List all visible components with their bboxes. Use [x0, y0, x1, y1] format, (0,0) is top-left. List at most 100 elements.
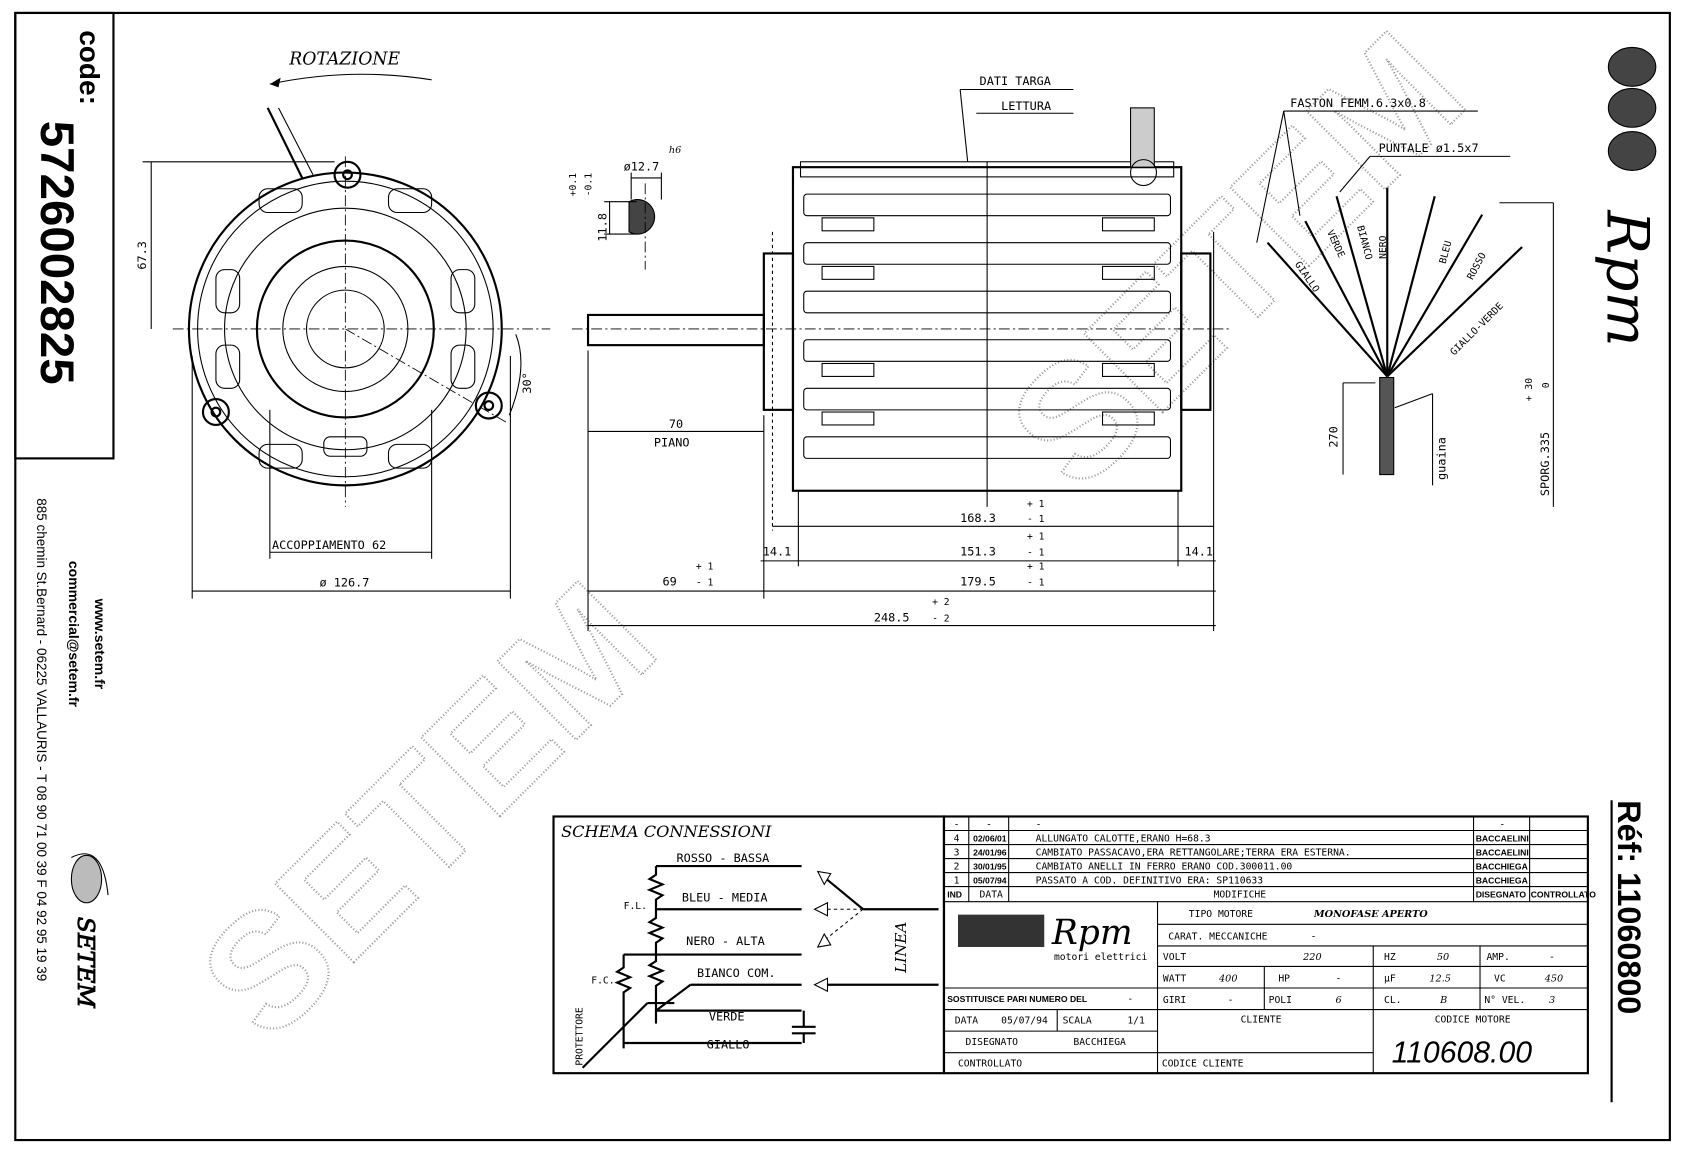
svg-text:-: -: [1499, 819, 1505, 830]
svg-text:02/06/01: 02/06/01: [973, 833, 1007, 843]
svg-text:SCHEMA CONNESSIONI: SCHEMA CONNESSIONI: [561, 822, 772, 841]
svg-text:220: 220: [1302, 952, 1322, 963]
svg-text:GIRI: GIRI: [1163, 995, 1186, 1006]
svg-text:+ 1: + 1: [696, 561, 714, 572]
svg-text:NERO: NERO: [1378, 235, 1389, 258]
svg-text:270: 270: [1327, 426, 1341, 447]
svg-text:PIANO: PIANO: [654, 436, 690, 450]
svg-text:WATT: WATT: [1163, 974, 1186, 985]
svg-text:LETTURA: LETTURA: [1001, 99, 1051, 113]
svg-text:- 1: - 1: [696, 578, 714, 589]
svg-text:-: -: [1549, 952, 1555, 963]
mod-row: 3 24/01/96 CAMBIATO PASSACAVO,ERA RETTAN…: [954, 847, 1529, 858]
svg-text:-: -: [1335, 974, 1341, 985]
svg-text:TIPO MOTORE: TIPO MOTORE: [1189, 909, 1253, 920]
svg-text:B: B: [1439, 995, 1447, 1006]
svg-text:67.3: 67.3: [135, 241, 149, 270]
svg-text:BLEU: BLEU: [1438, 239, 1455, 265]
svg-text:SCALA: SCALA: [1063, 1016, 1092, 1027]
svg-text:ROSSO: ROSSO: [1465, 251, 1488, 282]
svg-text:MONOFASE APERTO: MONOFASE APERTO: [1313, 909, 1428, 920]
svg-text:-: -: [954, 819, 960, 830]
svg-text:2: 2: [954, 861, 960, 872]
svg-text:CODICE CLIENTE: CODICE CLIENTE: [1162, 1059, 1244, 1070]
svg-text:SETEM: SETEM: [72, 917, 100, 1009]
svg-text:ø 126.7: ø 126.7: [319, 576, 369, 590]
svg-text:70: 70: [669, 417, 683, 431]
svg-text:+ 2: + 2: [932, 597, 950, 608]
svg-text:BACCHIEGA: BACCHIEGA: [1073, 1037, 1126, 1048]
mounting-lug: [333, 160, 362, 189]
svg-text:- 2: - 2: [932, 613, 950, 624]
svg-text:-0.1: -0.1: [583, 173, 594, 196]
svg-text:14.1: 14.1: [763, 544, 792, 558]
drawing-frame: [14, 11, 1671, 1142]
svg-text:h6: h6: [669, 145, 681, 156]
mod-row: - - - -: [954, 819, 1506, 830]
svg-text:Rpm: Rpm: [1051, 913, 1133, 953]
website-link[interactable]: www.setem.fr: [92, 598, 108, 690]
svg-text:DISEGNATO: DISEGNATO: [1476, 889, 1527, 899]
svg-text:+ 1: + 1: [1027, 499, 1045, 510]
svg-text:248.5: 248.5: [874, 610, 910, 624]
modifications-table: - - - - 4 02/06/01 ALLUNGATO CALOTTE,ERA…: [942, 815, 1596, 1075]
shaft-section: ø12.7 h6 11.8 +0.1 -0.1: [568, 145, 681, 270]
svg-text:CAMBIATO ANELLI IN FERRO ERANO: CAMBIATO ANELLI IN FERRO ERANO COD.30001…: [1036, 861, 1293, 872]
svg-text:- 1: - 1: [1027, 578, 1045, 589]
svg-text:179.5: 179.5: [960, 575, 996, 589]
svg-text:151.3: 151.3: [960, 544, 996, 558]
rpm-logo: Rpm: [1593, 46, 1661, 347]
svg-text:AMP.: AMP.: [1486, 952, 1509, 963]
svg-text:POLI: POLI: [1269, 995, 1292, 1006]
svg-text:11.8: 11.8: [595, 213, 609, 242]
svg-text:BACCHIEGA: BACCHIEGA: [1476, 875, 1528, 885]
svg-text:ALLUNGATO CALOTTE,ERANO H=68.3: ALLUNGATO CALOTTE,ERANO H=68.3: [1036, 833, 1211, 844]
svg-text:FASTON FEMM.6.3x0.8: FASTON FEMM.6.3x0.8: [1290, 96, 1426, 110]
svg-text:µF: µF: [1384, 974, 1396, 985]
svg-text:HP: HP: [1278, 974, 1290, 985]
svg-text:SPORG.335: SPORG.335: [1538, 432, 1552, 496]
svg-text:IND: IND: [947, 889, 962, 899]
svg-text:1/1: 1/1: [1127, 1016, 1145, 1027]
svg-text:DATA: DATA: [955, 1016, 978, 1027]
svg-text:DISEGNATO: DISEGNATO: [966, 1037, 1019, 1048]
svg-text:30/01/95: 30/01/95: [973, 861, 1007, 871]
svg-text:CONTROLLATO: CONTROLLATO: [958, 1059, 1022, 1070]
svg-text:30°: 30°: [520, 372, 534, 393]
svg-text:PROTETTORE: PROTETTORE: [575, 1007, 586, 1065]
svg-text:0: 0: [1541, 382, 1552, 388]
email-link[interactable]: commercial@setem.fr: [66, 561, 82, 708]
svg-text:guaina: guaina: [1435, 437, 1449, 480]
svg-text:VC: VC: [1494, 974, 1506, 985]
svg-text:CL.: CL.: [1384, 995, 1402, 1006]
mod-row: 2 30/01/95 CAMBIATO ANELLI IN FERRO ERAN…: [954, 861, 1528, 872]
svg-text:05/07/94: 05/07/94: [973, 875, 1007, 885]
mounting-lug: [474, 391, 503, 420]
svg-text:VERDE: VERDE: [709, 1009, 745, 1023]
rpm-title-logo: Rpm motori elettrici: [957, 913, 1147, 963]
svg-text:168.3: 168.3: [960, 511, 996, 525]
rotation-label: ROTAZIONE: [288, 50, 400, 70]
side-view: DATI TARGA LETTURA 70 PIANO: [571, 74, 1230, 631]
svg-text:BACCAELINI: BACCAELINI: [1476, 847, 1529, 857]
connection-diagram: SCHEMA CONNESSIONI ROSSO - BASSA BLEU - …: [552, 815, 946, 1075]
front-view: ROTAZIONE 67.3 30°: [135, 50, 551, 599]
svg-text:CODICE MOTORE: CODICE MOTORE: [1435, 1014, 1511, 1025]
svg-text:DATA: DATA: [980, 889, 1003, 900]
svg-text:+0.1: +0.1: [568, 173, 579, 196]
svg-text:ROSSO - BASSA: ROSSO - BASSA: [676, 851, 769, 865]
svg-text:-: -: [1228, 995, 1234, 1006]
watermark: SETEM: [976, 0, 1497, 521]
svg-text:BIANCO COM.: BIANCO COM.: [697, 966, 776, 980]
svg-text:F.C.: F.C.: [591, 976, 614, 987]
svg-text:MODIFICHE: MODIFICHE: [1214, 889, 1267, 900]
watermark: SETEM: [167, 550, 688, 1071]
svg-text:-: -: [1036, 819, 1042, 830]
title-block: Rpm motori elettrici TIPO MOTORE MONOFAS…: [943, 901, 1588, 1074]
svg-text:BACCHIEGA: BACCHIEGA: [1476, 861, 1528, 871]
code-box: [14, 11, 115, 460]
svg-text:6: 6: [1335, 995, 1341, 1006]
svg-text:3: 3: [1549, 995, 1555, 1006]
svg-text:BLEU - MEDIA: BLEU - MEDIA: [682, 891, 768, 905]
svg-text:LINEA: LINEA: [892, 922, 910, 974]
